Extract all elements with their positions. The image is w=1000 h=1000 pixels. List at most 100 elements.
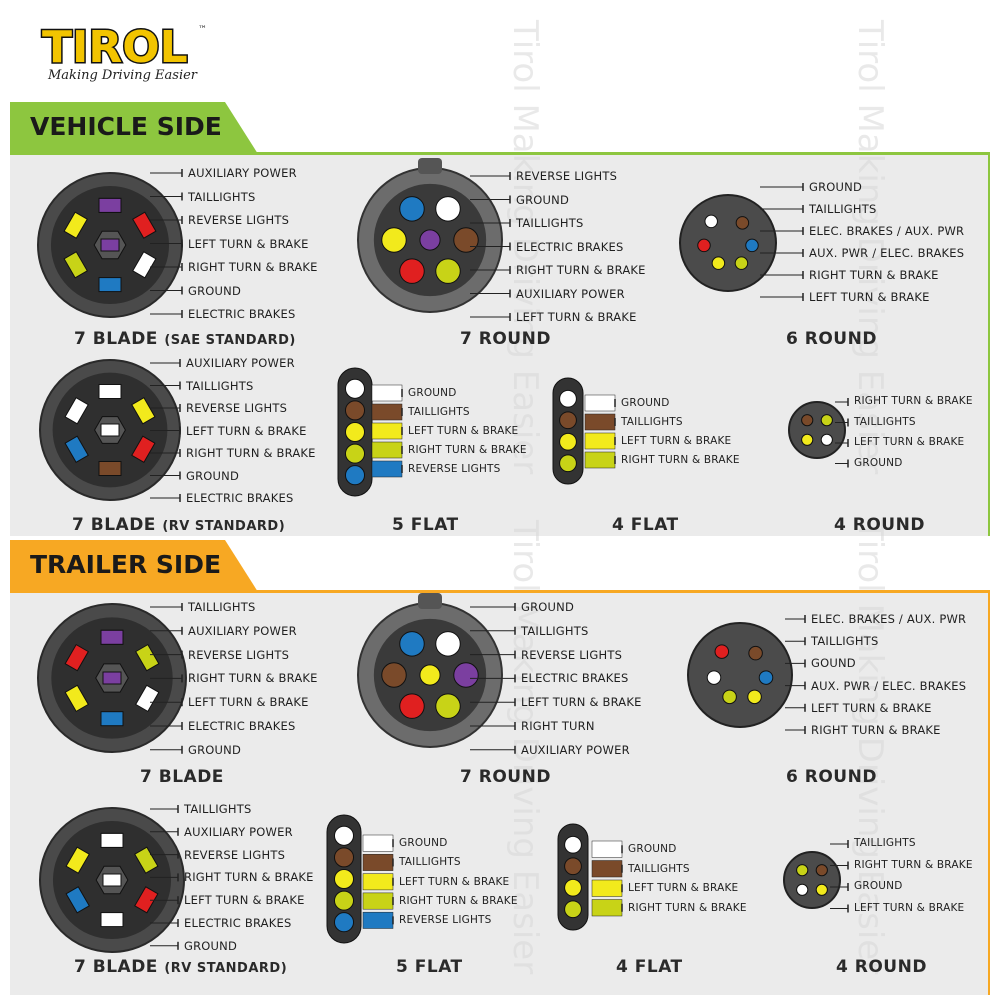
trailer-7-blade-connector-center [102,671,122,685]
vehicle-5-flat-label-2: TAILLIGHTS [408,406,470,418]
trailer-4-flat-connector [557,823,589,931]
vehicle-section-title: VEHICLE SIDE [30,112,222,141]
trailer-7-blade-connector [37,603,187,753]
trailer-6-round-label-4: AUX. PWR / ELEC. BRAKES [811,678,967,693]
vehicle-banner-shape [10,102,258,154]
trailer-7-round-connector-pin-5 [381,662,407,688]
trailer-7-blade-rv-connector-blade-2 [134,846,159,874]
vehicle-7-blade-rv-connector-blade-4 [98,461,122,476]
trailer-7-blade-rv-connector-blade-3 [134,886,159,914]
vehicle-7-blade-rv-connector-blade-3 [131,435,156,463]
trailer-7-round-connector-pin-1 [435,631,461,657]
vehicle-7-round-label-7: LEFT TURN & BRAKE [516,310,637,324]
trailer-7-blade-rv-caption: 7 BLADE (RV STANDARD) [74,957,287,977]
vehicle-7-round-label-5: RIGHT TURN & BRAKE [516,263,646,277]
vehicle-6-round-connector-pin-3 [697,238,711,253]
vehicle-7-round-connector-pin-3 [435,258,461,284]
trailer-5-flat-swatch-5 [362,911,394,929]
brand-logo: TIROL ™ [40,20,210,75]
trailer-5-flat-swatch-3 [362,873,394,891]
vehicle-6-round-connector-pin-5 [711,256,726,270]
vehicle-7-round-connector-pin-6 [399,196,425,222]
trailer-7-blade-rv-label-7: GROUND [184,938,238,953]
vehicle-4-flat-connector-pin-4 [559,454,577,473]
trailer-4-flat-caption: 4 FLAT [616,957,683,977]
vehicle-7-blade-label-4: LEFT TURN & BRAKE [188,236,309,251]
vehicle-4-flat-label-2: TAILLIGHTS [621,416,683,428]
trailer-5-flat-swatch-4 [362,892,394,910]
trailer-7-blade-leaders [150,603,183,754]
vehicle-7-blade-connector-center [100,238,120,252]
trailer-7-round-connector-pin-3 [435,693,461,719]
vehicle-7-blade-label-1: AUXILIARY POWER [188,166,297,180]
trailer-6-round-caption: 6 ROUND [786,767,877,787]
trailer-4-round-label-4: LEFT TURN & BRAKE [854,901,965,914]
trailer-6-round-connector-pin-4 [758,670,774,685]
trailer-6-round-connector-pin-1 [714,644,730,659]
vehicle-6-round-connector-pin-1 [704,214,718,229]
vehicle-7-blade-rv-label-1: AUXILIARY POWER [186,356,295,370]
vehicle-7-blade-caption-text: 7 BLADE [74,329,158,349]
vehicle-6-round-caption-text: 6 ROUND [786,329,877,349]
vehicle-4-round-connector [788,401,846,459]
trailer-7-round-connector-pin-4 [399,693,425,719]
vehicle-7-round-connector-pin-center [419,229,441,251]
trailer-7-blade-rv-connector-blade-5 [65,886,90,914]
trailer-7-round-label-6: RIGHT TURN [521,719,595,733]
vehicle-7-round-caption-text: 7 ROUND [460,329,551,349]
vehicle-4-round-caption-text: 4 ROUND [834,515,925,535]
trailer-4-round-leaders [830,840,849,913]
trailer-5-flat-connector-pin-5 [333,912,355,933]
vehicle-6-round-label-5: RIGHT TURN & BRAKE [809,268,939,282]
vehicle-4-flat-swatch-2 [584,413,616,431]
vehicle-7-blade-rv-leaders [150,359,181,502]
trailer-7-blade-rv-label-4: RIGHT TURN & BRAKE [184,870,314,885]
trailer-5-flat-label-5: REVERSE LIGHTS [399,914,492,927]
trailer-4-flat-swatch-3 [591,879,623,897]
trailer-4-round-label-2: RIGHT TURN & BRAKE [854,858,973,871]
trailer-7-blade-rv-leaders [150,805,179,950]
trailer-5-flat-connector-pin-2 [333,847,355,868]
trailer-7-blade-caption-text: 7 BLADE [140,767,224,787]
trailer-7-blade-label-2: AUXILIARY POWER [188,623,297,638]
vehicle-4-flat-label-4: RIGHT TURN & BRAKE [621,454,740,466]
vehicle-6-round-label-2: TAILLIGHTS [809,202,877,216]
vehicle-5-flat-caption: 5 FLAT [392,515,459,535]
trailer-6-round-connector-pin-3 [706,670,722,685]
trailer-4-flat-label-4: RIGHT TURN & BRAKE [628,901,747,914]
trailer-4-flat-connector-pin-3 [564,878,582,897]
trailer-7-blade-rv-caption-text: 7 BLADE [74,957,158,977]
vehicle-7-round-connector-key [418,158,442,174]
vehicle-7-blade-label-6: GROUND [188,283,242,298]
vehicle-6-round-connector-pin-2 [735,216,750,230]
trailer-4-flat-swatches [591,840,623,917]
trailer-7-blade-rv-label-6: ELECTRIC BRAKES [184,916,292,930]
vehicle-7-blade-rv-connector-blade-5 [64,435,89,463]
vehicle-5-flat-label-1: GROUND [408,387,457,399]
vehicle-5-flat-swatches [371,384,403,478]
trailer-4-flat-connector-pin-1 [564,835,582,854]
trailer-6-round-connector-body [687,622,793,728]
vehicle-7-blade-rv-label-3: REVERSE LIGHTS [186,401,288,415]
vehicle-7-blade-caption-sub: (SAE STANDARD) [164,333,296,348]
trailer-5-flat-caption: 5 FLAT [396,957,463,977]
vehicle-4-flat-connector-pin-1 [559,389,577,408]
trailer-7-round-connector [357,593,503,748]
vehicle-7-blade-rv-label-4: LEFT TURN & BRAKE [186,423,307,438]
vehicle-7-round-label-2: GROUND [516,192,570,207]
vehicle-7-blade-connector [37,172,183,318]
trailer-5-flat-connector-pin-4 [333,890,355,911]
vehicle-4-flat-caption-text: 4 FLAT [612,515,679,535]
vehicle-7-blade-rv-caption-text: 7 BLADE [72,515,156,535]
trailer-7-round-label-3: REVERSE LIGHTS [521,647,623,662]
vehicle-5-flat-caption-text: 5 FLAT [392,515,459,535]
trailer-7-round-caption: 7 ROUND [460,767,551,787]
vehicle-4-round-caption: 4 ROUND [834,515,925,535]
trailer-4-round-connector-pin-3 [796,883,809,896]
trailer-7-round-label-1: GROUND [521,600,575,614]
vehicle-5-flat-connector [337,367,373,497]
trailer-7-blade-connector-blade-6 [64,643,89,672]
vehicle-7-blade-rv-label-5: RIGHT TURN & BRAKE [186,446,316,460]
vehicle-5-flat-connector-pin-5 [344,465,366,486]
vehicle-7-blade-connector-blade-4 [98,277,122,293]
